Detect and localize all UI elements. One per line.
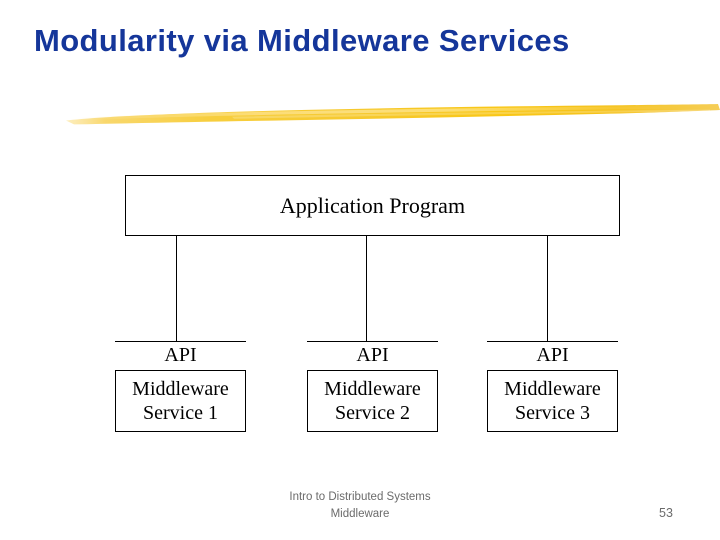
connector-line-2 bbox=[366, 236, 367, 342]
application-program-box: Application Program bbox=[125, 175, 620, 236]
page-title: Modularity via Middleware Services bbox=[34, 23, 570, 58]
api-label-3: API bbox=[536, 344, 569, 366]
middleware-service-box-2: Middleware Service 2 bbox=[307, 370, 438, 432]
connector-line-3 bbox=[547, 236, 548, 342]
api-boundary-line-1 bbox=[115, 341, 246, 342]
connector-line-1 bbox=[176, 236, 177, 342]
api-boundary-line-3 bbox=[487, 341, 618, 342]
api-label-1: API bbox=[164, 344, 197, 366]
api-boundary-line-2 bbox=[307, 341, 438, 342]
api-label-2: API bbox=[356, 344, 389, 366]
footer-text: Intro to Distributed Systems Middleware bbox=[289, 491, 431, 520]
page-number: 53 bbox=[659, 506, 673, 520]
middleware-service-box-1: Middleware Service 1 bbox=[115, 370, 246, 432]
middleware-service-box-3: Middleware Service 3 bbox=[487, 370, 618, 432]
